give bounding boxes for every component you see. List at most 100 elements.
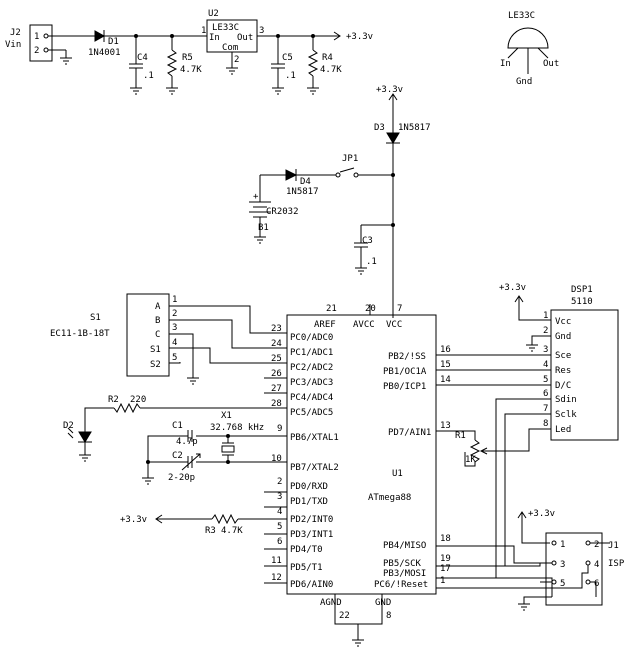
mcu-left-pin-stubs [264, 377, 287, 584]
mcu-pin-number: 17 [440, 564, 451, 574]
r3-resistor-symbol [211, 513, 239, 525]
u2-in-label: In [209, 33, 220, 43]
j2-connector [29, 24, 53, 62]
isp-section: +3.3v J1 ISP 1 2 3 4 5 6 [436, 509, 625, 611]
jp1-ref-label: JP1 [342, 154, 358, 164]
mcu-pin-number: 15 [440, 360, 451, 370]
rail-label-top: +3.3v [346, 32, 373, 42]
mcu-pin-number: 7 [397, 304, 402, 314]
mcu-pin-number: 13 [440, 421, 451, 431]
mcu-pin-name: AVCC [353, 320, 375, 330]
encoder-pin-label: S2 [150, 360, 161, 370]
r3-rail-label: +3.3v [120, 515, 147, 525]
d2-ref-label: D2 [63, 421, 74, 431]
c1-value-label: 4.7p [176, 437, 198, 447]
mcu-pin-number: 12 [271, 573, 282, 583]
isp-pin-number: 4 [594, 560, 599, 570]
mcu-pin-number: 8 [386, 611, 391, 621]
mcu-pin-number: 3 [277, 492, 282, 502]
c4-ref-label: C4 [137, 53, 148, 63]
ground-symbol [226, 67, 238, 75]
j2-name-label: Vin [5, 40, 21, 50]
d4-diode-symbol [285, 169, 298, 181]
mcu-pin-number: 14 [440, 375, 451, 385]
mcu-pin-name: PB3/MOSI [383, 569, 426, 579]
le33c-package-drawing: LE33C In Gnd Out [500, 11, 559, 87]
isp-pin-terminal [551, 560, 557, 566]
encoder-pin-number: 5 [172, 353, 177, 363]
ground-symbol [518, 603, 530, 611]
mcu-pin-name: PD4/T0 [290, 545, 323, 555]
isp-pin-terminal [551, 579, 557, 585]
mcu-ref-label: U1 [392, 469, 403, 479]
ground-symbol [307, 87, 319, 95]
mcu-pin-number: 25 [271, 354, 282, 364]
c5-capacitor-symbol [271, 63, 285, 69]
encoder-pin-number: 1 [172, 295, 177, 305]
encoder-pin-label: B [155, 316, 160, 326]
c2-ref-label: C2 [172, 451, 183, 461]
package-pin-in: In [500, 59, 511, 69]
r3-value-label: 4.7K [221, 526, 243, 536]
power-supply-section: J2 Vin 1 2 D1 1N4001 C4 .1 [5, 9, 373, 95]
battery-plus-label: + [253, 192, 259, 202]
mcu-pin-name: PD2/INT0 [290, 515, 333, 525]
mcu-pin-number: 26 [271, 369, 282, 379]
encoder-pin-label: A [155, 302, 161, 312]
display-rail-label: +3.3v [499, 283, 526, 293]
u2-pin3-label: 3 [259, 26, 264, 36]
rail-arrow [333, 31, 341, 41]
u2-pin1-label: 1 [201, 26, 206, 36]
display-body [550, 309, 619, 441]
d3-ref-label: D3 [374, 123, 385, 133]
display-part-label: 5110 [571, 297, 593, 307]
mcu-pin-number: 10 [271, 454, 282, 464]
mcu-pin-name: PB2/!SS [388, 352, 426, 362]
mcu-pin-name: PB5/SCK [383, 559, 422, 569]
mcu-body [286, 314, 437, 595]
jp1-terminal [335, 172, 341, 178]
jp1-terminal [353, 172, 359, 178]
peripheral-parts-section: R2 220 R2 D2 C1 4.7p X1 32.768 kH [63, 395, 287, 536]
encoder-pin-number: 4 [172, 338, 177, 348]
ground-symbol [142, 477, 154, 485]
isp-rail-label: +3.3v [528, 509, 555, 519]
isp-connector-body [545, 532, 603, 606]
r2-resistor-symbol [113, 402, 141, 414]
isp-pin-terminal [585, 579, 591, 585]
x1-crystal-symbol [221, 436, 235, 462]
d4-part-label: 1N5817 [286, 187, 319, 197]
display-pin-number: 7 [543, 404, 548, 414]
isp-pin-list: 1 2 3 4 5 6 [560, 540, 599, 589]
package-title: LE33C [508, 11, 535, 21]
mcu-pin-number: 21 [326, 304, 337, 314]
mcu-pin-number: 1 [440, 576, 445, 586]
isp-pin-number: 2 [594, 540, 599, 550]
ground-symbol [187, 377, 199, 385]
isp-pin-number: 5 [560, 579, 565, 589]
u2-ref-label: U2 [208, 9, 219, 19]
display-pin-name: Vcc [555, 317, 571, 327]
ground-symbol [130, 87, 142, 95]
x1-ref-label: X1 [221, 411, 232, 421]
c3-value-label: .1 [366, 257, 377, 267]
mcu-pin-number: 23 [271, 324, 282, 334]
c1-ref-label: C1 [172, 421, 183, 431]
package-pin-gnd: Gnd [516, 77, 532, 87]
package-pin-out: Out [543, 59, 559, 69]
x1-value-label: 32.768 kHz [210, 423, 264, 433]
mcu-pin-name: GND [375, 598, 391, 608]
r4-resistor-symbol [307, 49, 319, 77]
mcu-pin-number: 27 [271, 384, 282, 394]
r2-value-label: 220 [130, 395, 146, 405]
battery-part-label: CR2032 [266, 207, 299, 217]
mcu-pin-number: 4 [277, 507, 282, 517]
display-ref-label: DSP1 [571, 285, 593, 295]
d1-diode-symbol [94, 30, 106, 42]
c2-value-label: 2-20p [168, 473, 195, 483]
mcu-pin-number: 2 [277, 477, 282, 487]
mcu-pin-number: 6 [277, 537, 282, 547]
mcu-right-pin-list: 16 PB2/!SS 15 PB1/OC1A 14 PB0/ICP1 13 PD… [374, 345, 451, 590]
display-pin-number: 1 [543, 311, 548, 321]
